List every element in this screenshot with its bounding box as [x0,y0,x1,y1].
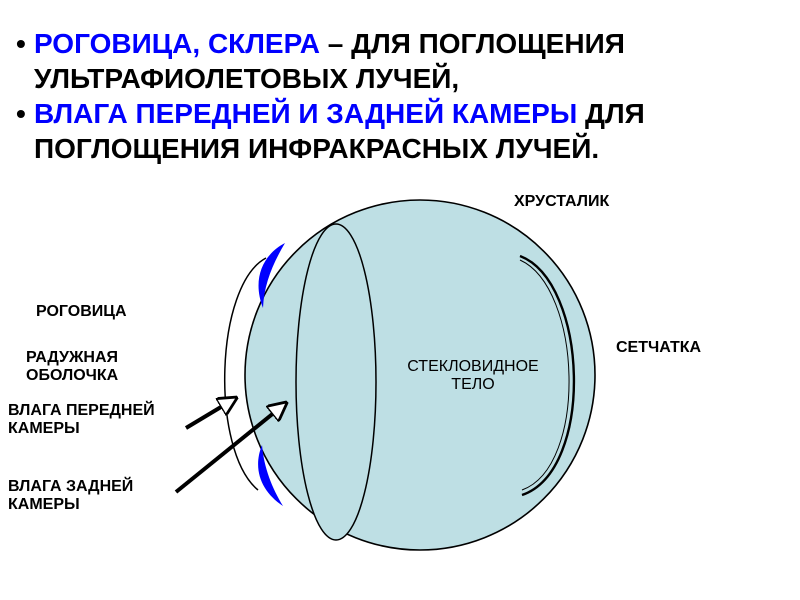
label-vitreous-line2: ТЕЛО [451,376,495,393]
label-vitreous-line1: СТЕКЛОВИДНОЕ [407,358,539,375]
label-anterior-chamber: ВЛАГА ПЕРЕДНЕЙ КАМЕРЫ [8,402,155,438]
label-anterior-line2: КАМЕРЫ [8,420,80,437]
bullet-item-cornea-sclera: • РОГОВИЦА, СКЛЕРА – ДЛЯ ПОГЛОЩЕНИЯ УЛЬТ… [16,26,786,96]
label-iris: РАДУЖНАЯ ОБОЛОЧКА [26,349,118,385]
bullet-dot: • [16,28,26,59]
label-iris-line2: ОБОЛОЧКА [26,367,119,384]
arrow-posterior-chamber [174,403,286,494]
bullet-dot: • [16,98,26,129]
bullet-line2: ПОГЛОЩЕНИЯ ИНФРАКРАСНЫХ ЛУЧЕЙ. [34,133,600,164]
bullet-rest: ДЛЯ [577,98,645,129]
bullet-rest: – ДЛЯ ПОГЛОЩЕНИЯ [320,28,625,59]
label-lens: ХРУСТАЛИК [514,193,610,210]
retina-line [519,254,576,497]
label-vitreous: СТЕКЛОВИДНОЕ ТЕЛО [388,358,558,394]
label-retina: СЕТЧАТКА [616,339,702,356]
label-posterior-line2: КАМЕРЫ [8,496,80,513]
bullet-line2: УЛЬТРАФИОЛЕТОВЫХ ЛУЧЕЙ, [34,63,460,94]
lens-shape [295,223,377,541]
label-anterior-line1: ВЛАГА ПЕРЕДНЕЙ [8,402,155,419]
label-posterior-line1: ВЛАГА ЗАДНЕЙ [8,478,134,495]
bullet-list: • РОГОВИЦА, СКЛЕРА – ДЛЯ ПОГЛОЩЕНИЯ УЛЬТ… [16,26,786,166]
iris-upper [258,243,285,308]
label-cornea: РОГОВИЦА [36,303,127,320]
sclera-outline [223,257,267,491]
bullet-highlight: РОГОВИЦА, СКЛЕРА [34,28,321,59]
iris-lower [258,445,283,506]
bullet-item-chamber-fluid: • ВЛАГА ПЕРЕДНЕЙ И ЗАДНЕЙ КАМЕРЫ ДЛЯ ПОГ… [16,96,786,166]
label-posterior-chamber: ВЛАГА ЗАДНЕЙ КАМЕРЫ [8,478,133,514]
retina-line-inner [519,259,570,491]
arrow-anterior-chamber [184,398,236,430]
label-iris-line1: РАДУЖНАЯ [26,349,119,366]
bullet-highlight: ВЛАГА ПЕРЕДНЕЙ И ЗАДНЕЙ КАМЕРЫ [34,98,578,129]
